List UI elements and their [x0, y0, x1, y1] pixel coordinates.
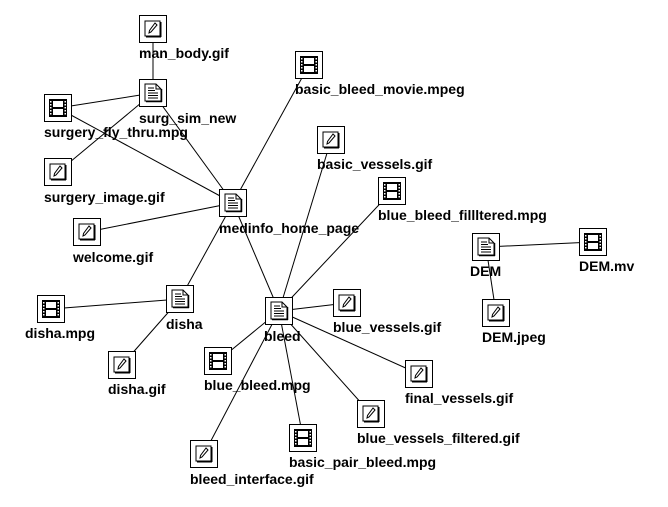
node-label: bleed [264, 328, 301, 344]
image-file-icon[interactable] [405, 360, 433, 388]
node-label: man_body.gif [139, 45, 229, 61]
image-file-icon[interactable] [139, 15, 167, 43]
node-label: surgery_fly_thru.mpg [44, 124, 188, 140]
image-file-icon[interactable] [73, 218, 101, 246]
node-label: basic_pair_bleed.mpg [289, 454, 437, 470]
node-label: basic_vessels.gif [317, 156, 433, 172]
image-file-icon[interactable] [317, 126, 345, 154]
edge-bleed-to-bleed_interface [203, 310, 280, 455]
document-icon[interactable] [139, 79, 167, 107]
movie-film-icon[interactable] [37, 295, 65, 323]
movie-film-icon[interactable] [289, 424, 317, 452]
movie-film-icon[interactable] [44, 94, 72, 122]
image-file-icon[interactable] [333, 289, 361, 317]
node-label: surg_sim_new [139, 110, 237, 126]
node-label: welcome.gif [73, 249, 154, 265]
edge-medinfo_home_page-to-disha [179, 202, 234, 300]
edge-surgery_fly_thru-to-medinfo_home_page [57, 107, 234, 204]
image-file-icon[interactable] [190, 440, 218, 468]
node-label: bleed_interface.gif [190, 471, 314, 487]
edge-bleed-to-basic_vessels [278, 139, 332, 312]
image-file-icon[interactable] [482, 299, 510, 327]
node-label: blue_bleed_fillltered.mpg [378, 207, 547, 223]
image-file-icon[interactable] [108, 351, 136, 379]
movie-film-icon[interactable] [295, 51, 323, 79]
node-label: surgery_image.gif [44, 189, 165, 205]
document-icon[interactable] [472, 233, 500, 261]
movie-film-icon[interactable] [579, 228, 607, 256]
edge-surg_sim_new-to-medinfo_home_page [152, 92, 234, 204]
document-icon[interactable] [219, 189, 247, 217]
edge-medinfo_home_page-to-bleed [232, 202, 280, 312]
image-file-icon[interactable] [44, 158, 72, 186]
node-label: DEM.jpeg [482, 329, 546, 345]
edge-disha-to-disha_mpg [50, 298, 181, 310]
edge-bleed-to-basic_pair_bleed [278, 310, 304, 439]
document-icon[interactable] [265, 297, 293, 325]
movie-film-icon[interactable] [378, 177, 406, 205]
image-file-icon[interactable] [357, 400, 385, 428]
edge-welcome-to-medinfo_home_page [86, 202, 234, 233]
edge-bleed-to-final_vessels [278, 310, 420, 375]
node-label: disha.gif [108, 381, 166, 397]
edge-surg_sim_new-to-surgery_fly_thru [57, 92, 154, 109]
node-label: blue_vessels_filtered.gif [357, 430, 520, 446]
node-label: final_vessels.gif [405, 390, 514, 406]
node-label: DEM [470, 263, 502, 279]
edge-surg_sim_new-to-surgery_image [57, 92, 154, 173]
edge-medinfo_home_page-to-basic_bleed_movie [232, 64, 310, 204]
node-label: disha [166, 316, 203, 332]
edge-DEM-to-DEM_mv [485, 241, 594, 248]
edge-bleed-to-blue_vessels_filtered [278, 310, 372, 415]
node-label: DEM.mv [579, 258, 635, 274]
edge-bleed-to-blue_bleed_filltered [278, 190, 393, 312]
node-label: blue_bleed.mpg [204, 377, 311, 393]
movie-film-icon[interactable] [204, 347, 232, 375]
document-icon[interactable] [166, 285, 194, 313]
node-label: disha.mpg [25, 325, 96, 341]
node-label: medinfo_home_page [219, 220, 360, 236]
node-label: blue_vessels.gif [333, 319, 442, 335]
node-label: basic_bleed_movie.mpeg [295, 81, 465, 97]
